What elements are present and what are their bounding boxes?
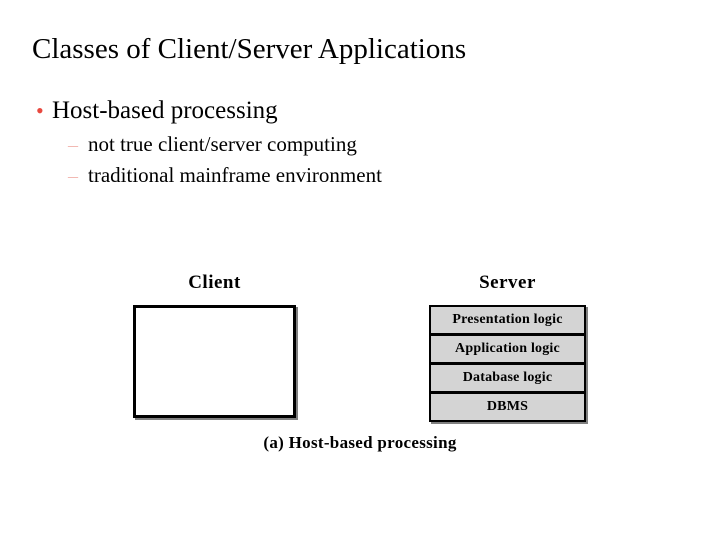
- architecture-diagram: Client Server Presentation logic Applica…: [0, 262, 720, 462]
- en-dash-icon: –: [68, 165, 78, 187]
- list-item-label: Host-based processing: [52, 97, 278, 124]
- server-layer-presentation-logic: Presentation logic: [429, 305, 586, 334]
- page-title: Classes of Client/Server Applications: [32, 33, 467, 65]
- list-item: • Host-based processing: [30, 96, 670, 126]
- server-layer-dbms: DBMS: [429, 392, 586, 422]
- en-dash-icon: –: [68, 134, 78, 156]
- client-label: Client: [188, 272, 241, 293]
- list-item-label: not true client/server computing: [88, 132, 357, 156]
- server-label: Server: [479, 272, 536, 293]
- list-item: – traditional mainframe environment: [30, 161, 670, 190]
- server-layer-application-logic: Application logic: [429, 334, 586, 363]
- client-box: [133, 305, 296, 418]
- bullet-dot-icon: •: [36, 98, 44, 123]
- figure-caption: (a) Host-based processing: [263, 433, 457, 452]
- list-item: – not true client/server computing: [30, 130, 670, 159]
- server-stack: Presentation logic Application logic Dat…: [429, 305, 586, 422]
- list-item-label: traditional mainframe environment: [88, 163, 382, 187]
- server-layer-database-logic: Database logic: [429, 363, 586, 392]
- bullet-list: • Host-based processing – not true clien…: [30, 96, 670, 192]
